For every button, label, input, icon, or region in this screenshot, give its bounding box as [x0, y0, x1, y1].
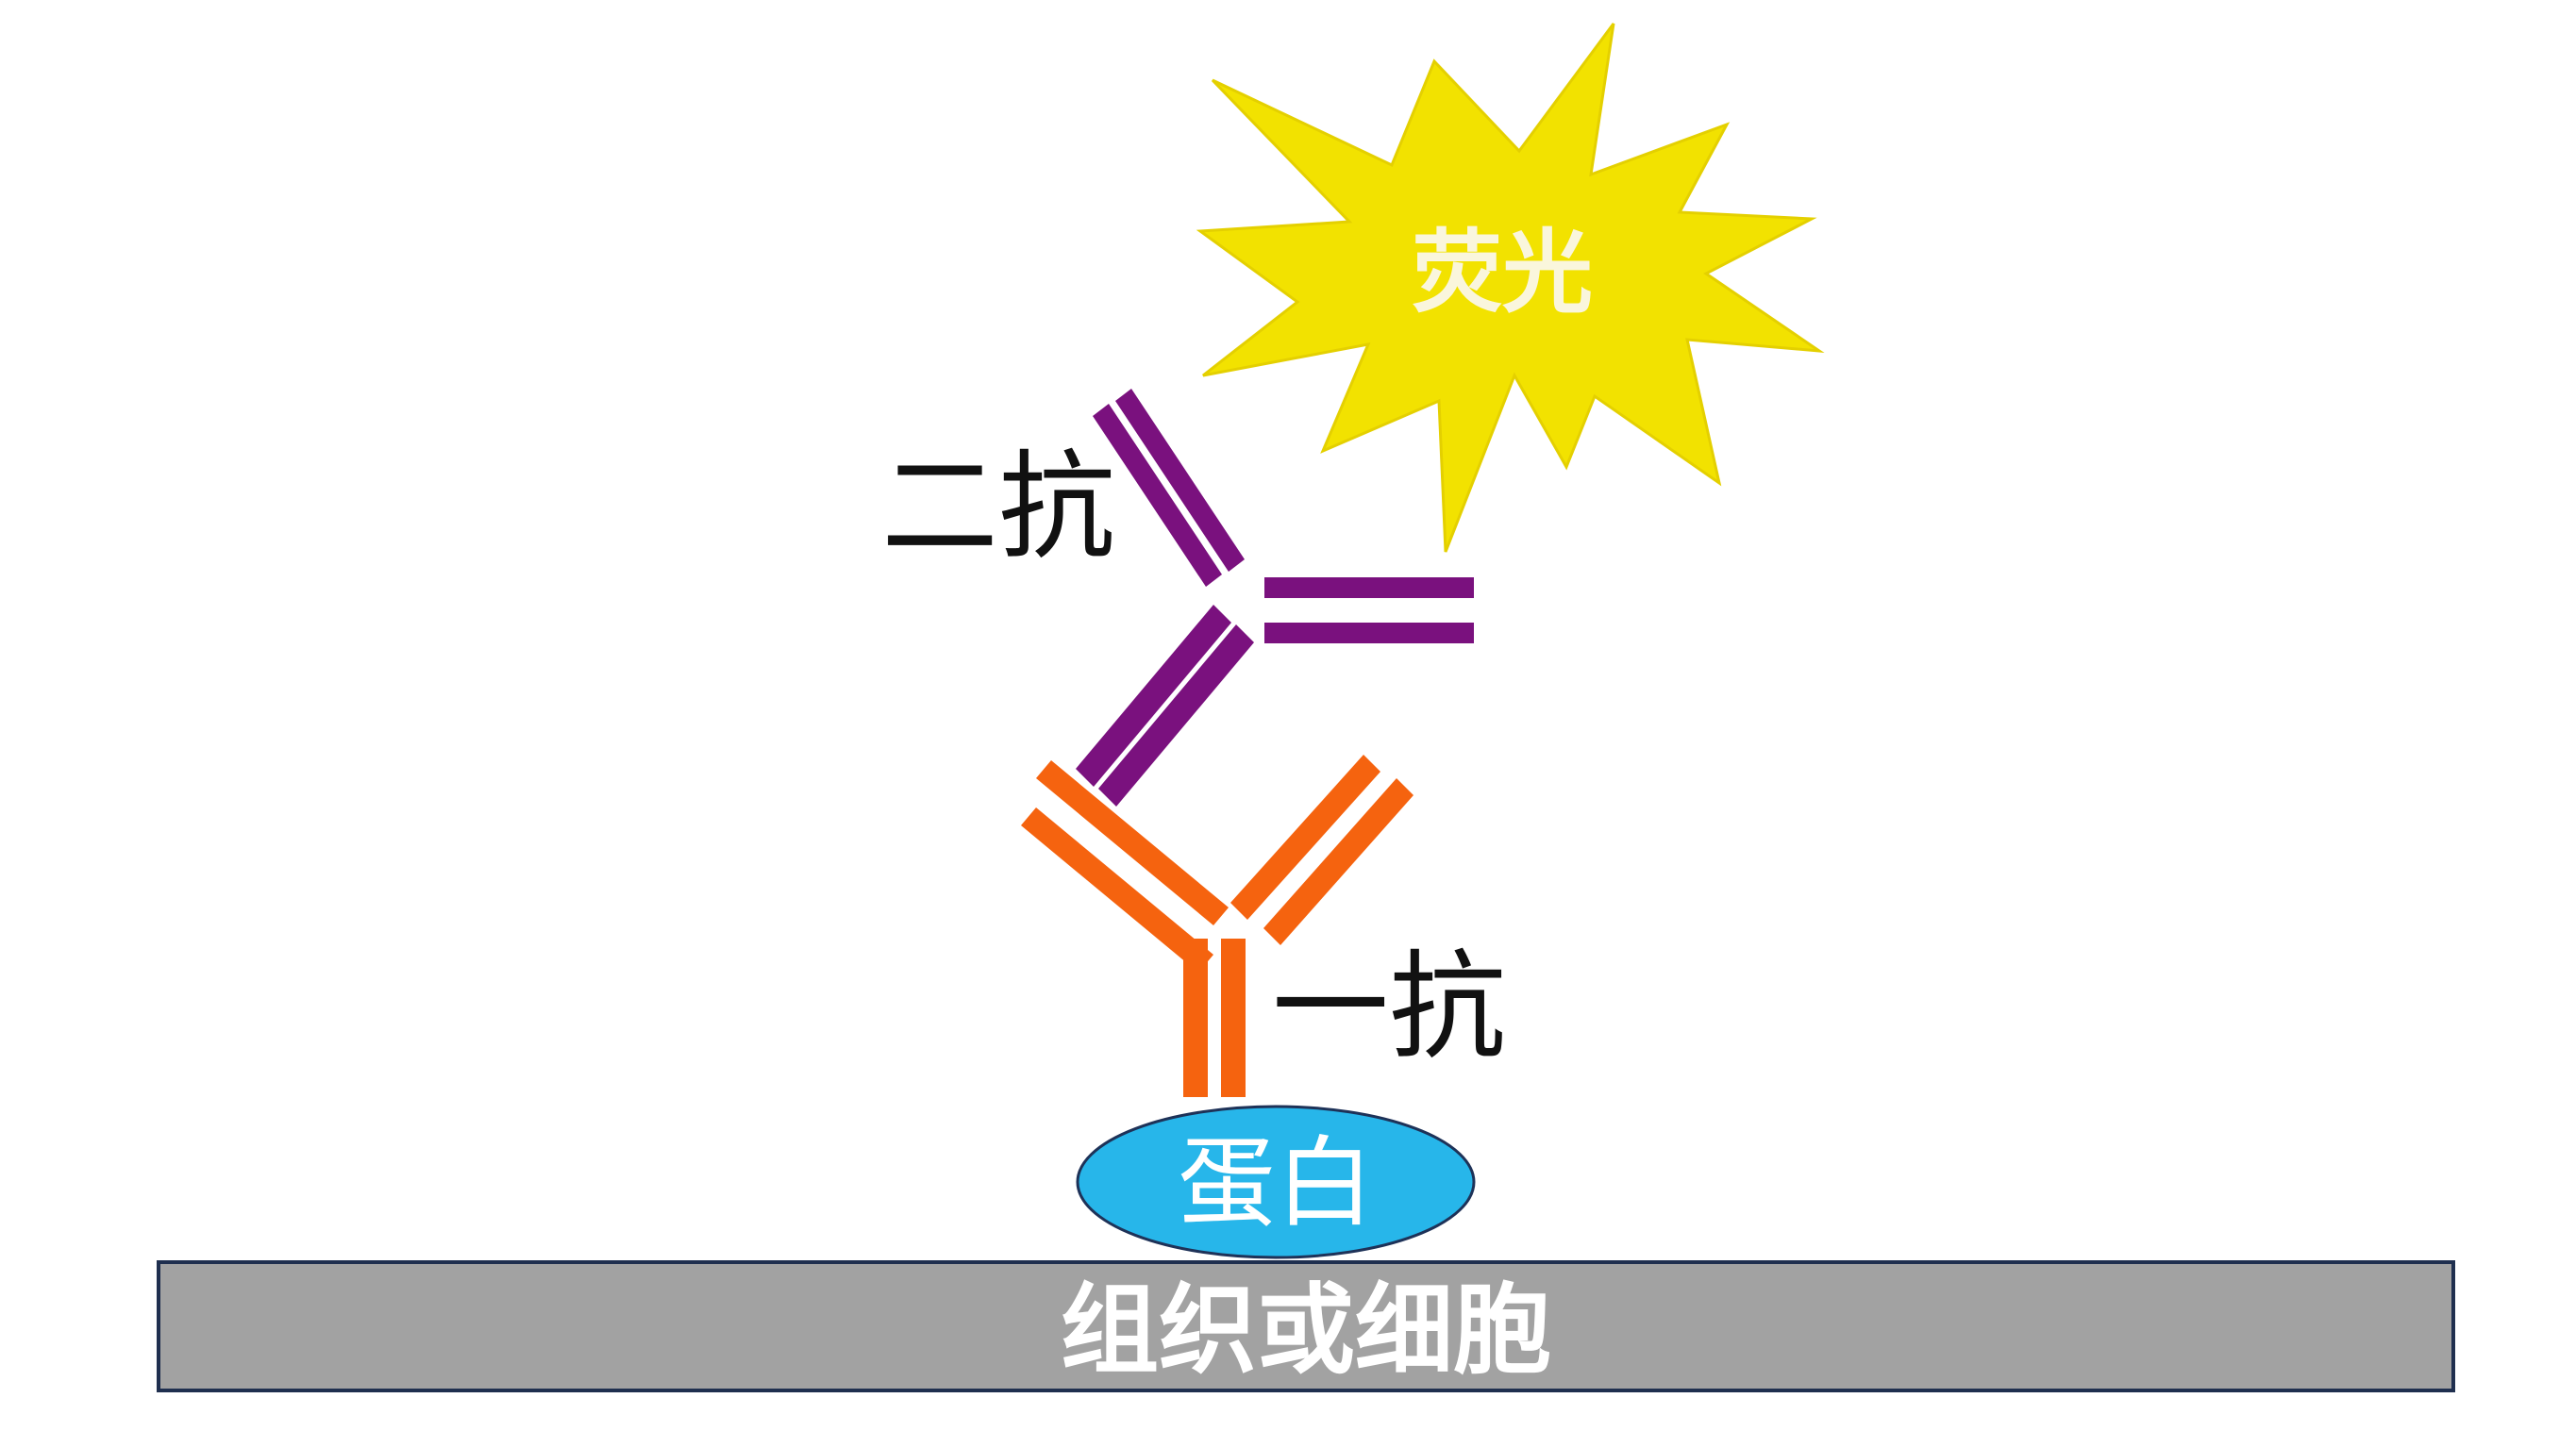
secondary-antibody-stem-bar	[1098, 624, 1254, 807]
secondary-antibody-label: 二抗	[881, 440, 1115, 575]
fluorescence-star	[1196, 23, 1825, 553]
fluorescence-label: 荧光	[1412, 220, 1593, 325]
protein: 蛋白	[1076, 1105, 1476, 1259]
primary-antibody-left-arm-bar	[1036, 760, 1229, 925]
secondary-antibody-stem-bar	[1076, 605, 1231, 787]
tissue-bar	[157, 1260, 2455, 1392]
fluorescence-marker: 荧光	[1196, 23, 1825, 553]
primary-antibody	[1021, 755, 1413, 1097]
primary-antibody-label: 一抗	[1272, 940, 1506, 1075]
protein-label: 蛋白	[1178, 1125, 1374, 1240]
secondary-antibody-right-arm-bar	[1264, 623, 1474, 643]
secondary-antibody	[1076, 389, 1474, 807]
tissue-or-cell: 组织或细胞	[157, 1260, 2455, 1392]
secondary-antibody-upper-arm-bar	[1093, 404, 1222, 587]
primary-antibody-right-arm-bar	[1263, 778, 1413, 945]
secondary-antibody-right-arm-bar	[1264, 577, 1474, 598]
primary-antibody-left-arm-bar	[1021, 807, 1213, 973]
primary-antibody-stem-bar	[1183, 939, 1208, 1097]
primary-antibody-stem-bar	[1221, 939, 1246, 1097]
protein-ellipse	[1076, 1105, 1476, 1259]
tissue-label: 组织或细胞	[1061, 1273, 1551, 1388]
primary-antibody-right-arm-bar	[1230, 755, 1380, 920]
secondary-antibody-upper-arm-bar	[1115, 389, 1245, 572]
